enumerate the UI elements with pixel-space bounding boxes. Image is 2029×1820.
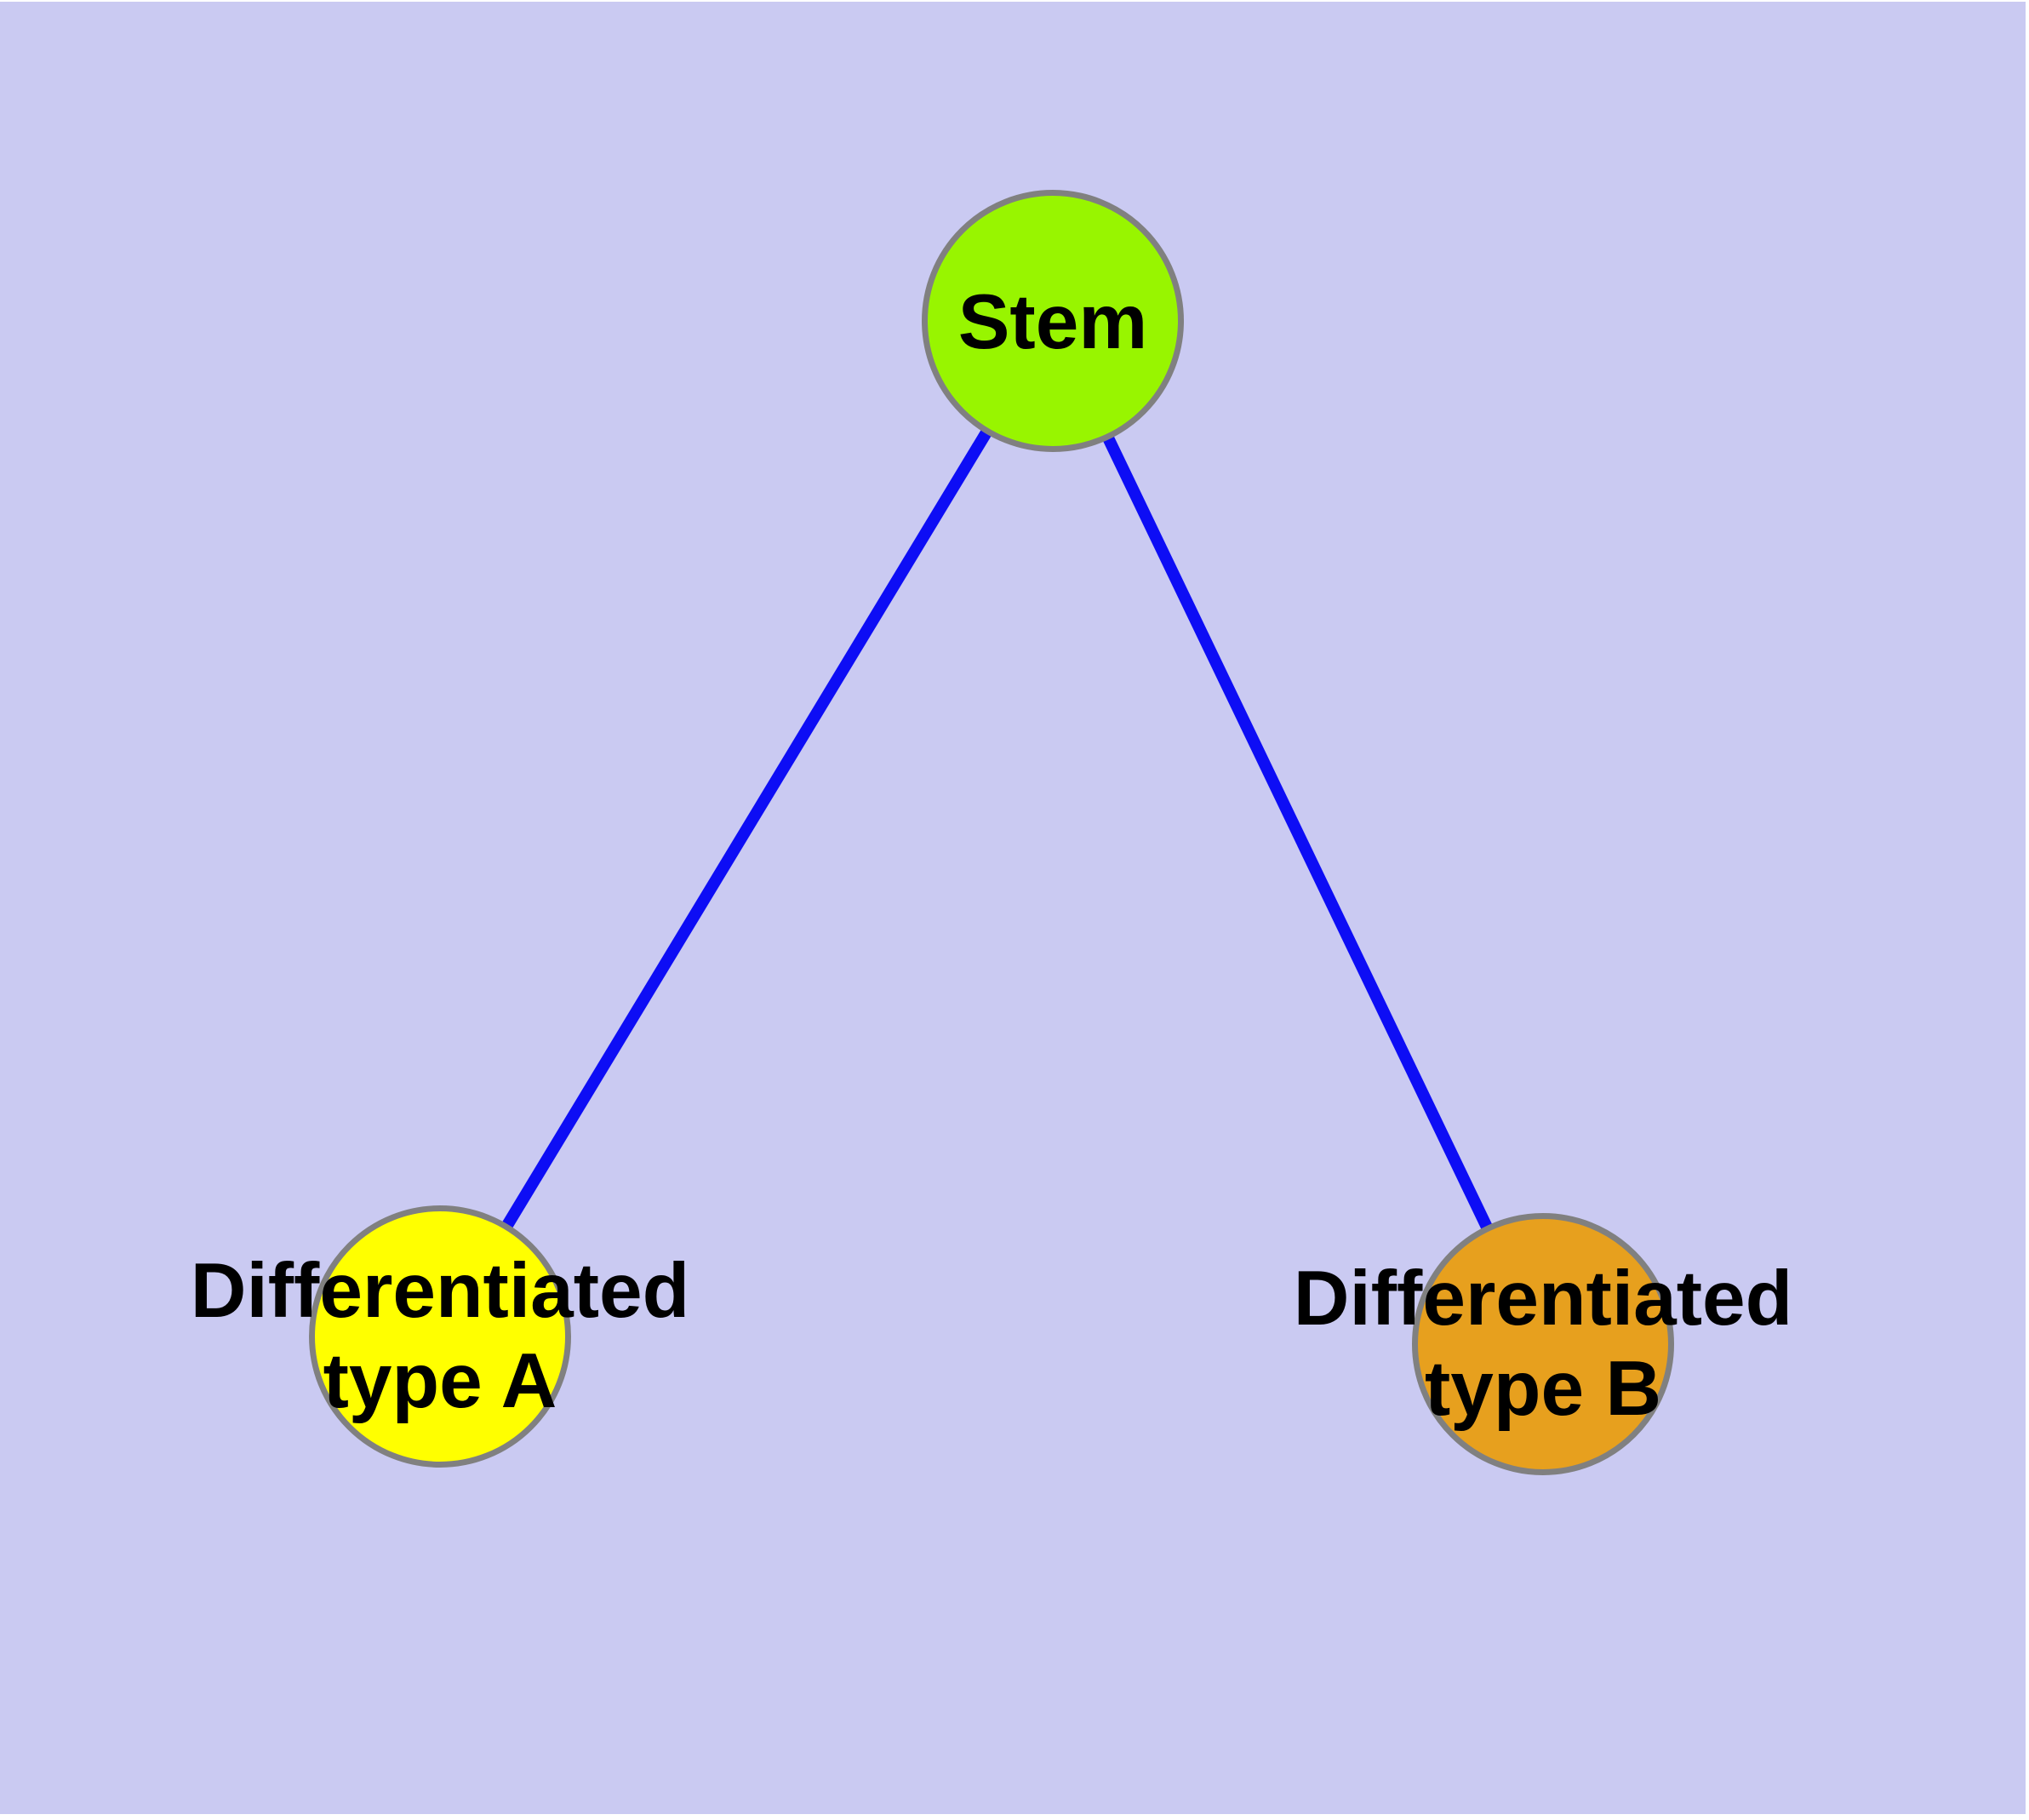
edge-stem-to-type-b (1047, 319, 1549, 1348)
node-stem (922, 190, 1184, 452)
node-stem-label: Stem (957, 279, 1148, 365)
node-differentiated-type-a (309, 1205, 571, 1468)
node-differentiated-type-b (1412, 1213, 1674, 1475)
node-differentiated-type-b-label: Differentiated type B (1293, 1256, 1793, 1432)
edge-stem-to-type-a (435, 319, 1058, 1340)
node-differentiated-type-a-label: Differentiated type A (190, 1248, 690, 1424)
